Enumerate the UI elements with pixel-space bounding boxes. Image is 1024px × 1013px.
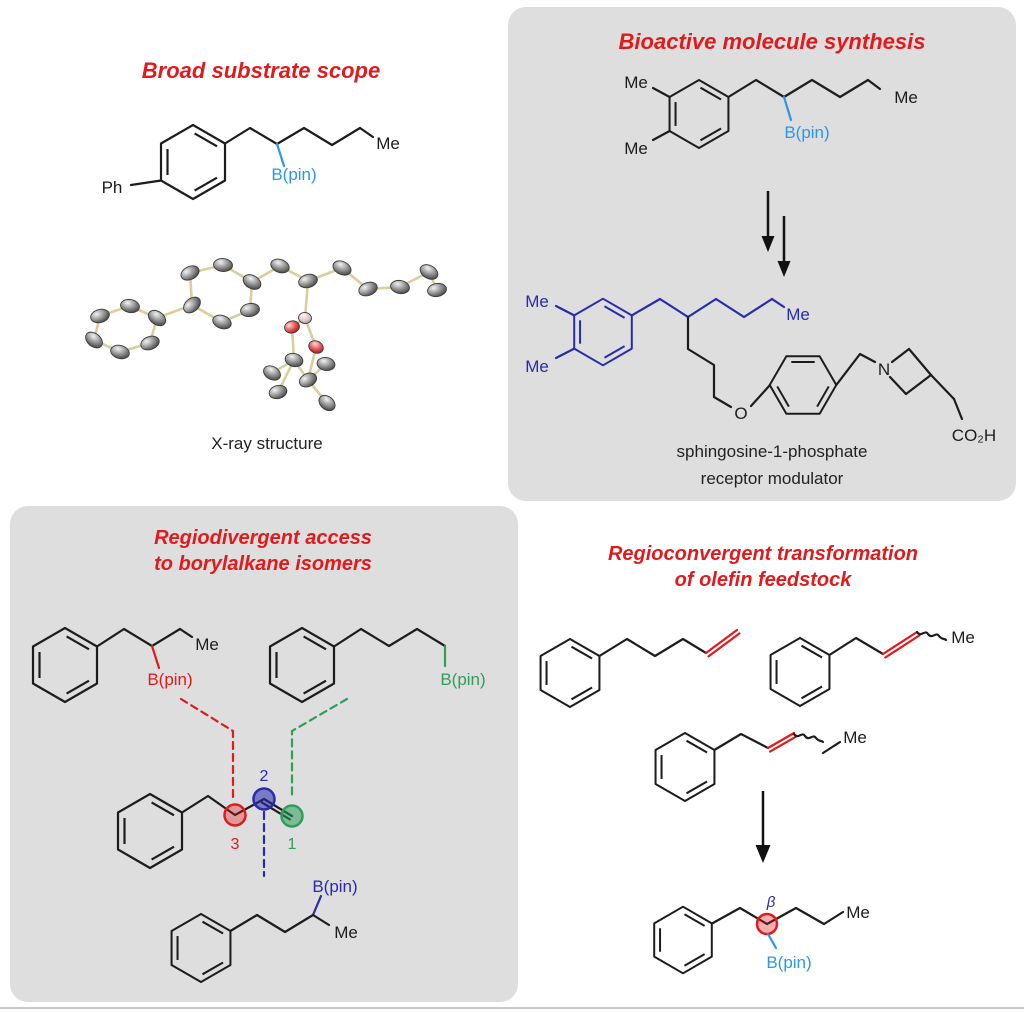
broad-scope-title: Broad substrate scope bbox=[142, 58, 380, 83]
regioconvergent-title-line2: of olefin feedstock bbox=[675, 569, 853, 591]
regioconvergent-section: Regioconvergent transformation of olefin… bbox=[539, 543, 975, 975]
broad-scope-section: Broad substrate scope Ph Me B(pin) bbox=[85, 58, 447, 453]
bpin-label-blue: B(pin) bbox=[312, 877, 357, 896]
methyl-label: Me bbox=[376, 134, 400, 153]
dimethylphenyl-boronate-structure: Me Me Me B(pin) bbox=[624, 73, 918, 158]
regiodivergent-title-line2: to borylalkane isomers bbox=[154, 553, 372, 575]
methyl-label: Me bbox=[624, 139, 648, 158]
sphingosine-modulator-structure: Me Me Me O N CO₂H bbox=[525, 292, 996, 445]
bioactive-caption-line1: sphingosine-1-phosphate bbox=[677, 442, 868, 461]
methyl-label: Me bbox=[195, 635, 219, 654]
oxygen-atom bbox=[308, 340, 324, 354]
carbon-2-marker bbox=[252, 787, 276, 811]
nitrogen-label: N bbox=[878, 360, 890, 379]
allylic-olefin-structure: Me bbox=[654, 728, 867, 803]
methyl-label: Me bbox=[334, 923, 358, 942]
regioconvergent-title-line1: Regioconvergent transformation bbox=[608, 543, 918, 565]
bpin-label: B(pin) bbox=[766, 953, 811, 972]
bioactive-panel bbox=[508, 7, 1016, 501]
methyl-label-blue: Me bbox=[525, 292, 549, 311]
wavy-bond bbox=[792, 732, 825, 744]
benzylic-boronate-structure: B(pin) Me bbox=[170, 877, 358, 984]
position-2-label: 2 bbox=[260, 768, 269, 785]
regiodivergent-title-line1: Regiodivergent access bbox=[154, 527, 372, 549]
bpin-label: B(pin) bbox=[784, 123, 829, 142]
bioactive-caption-line2: receptor modulator bbox=[701, 469, 844, 488]
xray-caption: X-ray structure bbox=[211, 434, 322, 453]
terminal-boronate-structure: B(pin) bbox=[268, 626, 486, 704]
xray-ortep-structure bbox=[85, 258, 447, 412]
methyl-label: Me bbox=[894, 88, 918, 107]
secondary-boronate-structure: Me B(pin) bbox=[31, 626, 219, 704]
bioactive-section: Bioactive molecule synthesis Me Me Me B(… bbox=[525, 29, 996, 488]
methyl-label: Me bbox=[843, 728, 867, 747]
oxygen-label: O bbox=[734, 404, 747, 423]
methyl-label: Me bbox=[951, 628, 975, 647]
regiodivergent-section: Regiodivergent access to borylalkane iso… bbox=[31, 527, 486, 984]
dashed-connector-green bbox=[290, 697, 349, 801]
internal-olefin-structure: Me bbox=[769, 628, 975, 708]
boron-atom bbox=[298, 312, 312, 324]
reaction-arrow bbox=[755, 791, 771, 863]
beta-boronate-product-structure: β Me B(pin) bbox=[653, 894, 870, 975]
bpin-label-green: B(pin) bbox=[440, 670, 485, 689]
bioactive-title: Bioactive molecule synthesis bbox=[619, 29, 926, 54]
biphenyl-boronate-structure: Ph Me B(pin) bbox=[102, 123, 400, 201]
regiodivergent-panel bbox=[10, 506, 518, 1002]
methyl-label-blue: Me bbox=[786, 305, 810, 324]
position-1-label: 1 bbox=[288, 836, 297, 853]
allylbenzene-numbered-structure: 2 3 1 bbox=[116, 768, 304, 870]
carbon-1-marker bbox=[280, 804, 304, 828]
multistep-arrows bbox=[761, 191, 791, 277]
bpin-label-red: B(pin) bbox=[147, 670, 192, 689]
terminal-olefin-structure bbox=[539, 628, 741, 709]
methyl-label: Me bbox=[624, 73, 648, 92]
beta-label: β bbox=[766, 894, 776, 911]
ortep-atoms bbox=[85, 258, 447, 412]
dashed-connector-red bbox=[179, 697, 235, 801]
carbon-3-marker bbox=[223, 803, 247, 827]
beta-carbon-marker bbox=[755, 912, 779, 936]
oxygen-atom bbox=[284, 320, 300, 334]
methyl-label-blue: Me bbox=[525, 357, 549, 376]
position-3-label: 3 bbox=[231, 836, 240, 853]
bpin-label: B(pin) bbox=[271, 165, 316, 184]
wavy-bond bbox=[915, 630, 948, 642]
methyl-label: Me bbox=[846, 903, 870, 922]
carboxylic-acid-label: CO₂H bbox=[952, 426, 996, 445]
phenyl-label: Ph bbox=[102, 178, 123, 197]
azetidine-ring bbox=[888, 347, 964, 421]
